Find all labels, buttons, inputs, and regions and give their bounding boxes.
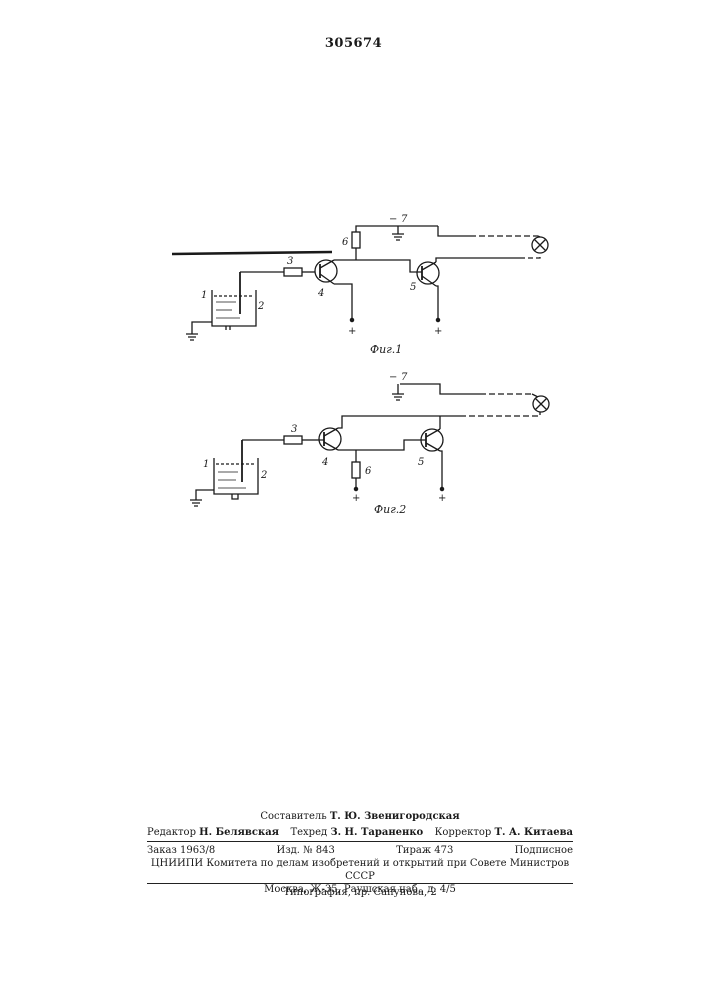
wire-dashed (460, 412, 540, 416)
order-number: Заказ 1963/8 (147, 844, 215, 857)
resistor-3 (284, 268, 302, 276)
wire (356, 226, 438, 232)
plus-sign: + (352, 493, 360, 504)
plus-sign: + (438, 493, 446, 504)
label-5: 5 (418, 457, 424, 468)
composer-label: Составитель (260, 811, 326, 822)
figure-2-circuit (190, 384, 549, 506)
plus-sign: + (348, 326, 356, 337)
print-run: Тираж 473 (396, 844, 453, 857)
figure-1-circuit (172, 226, 548, 340)
corrector-label: Корректор (435, 827, 492, 838)
figure-2-caption: Фиг.2 (374, 503, 406, 516)
wire (338, 416, 460, 428)
label-6: 6 (365, 466, 372, 477)
ground-icon (392, 226, 404, 240)
label-4: 4 (321, 457, 328, 468)
minus-sign: − (389, 372, 397, 383)
wire (356, 260, 416, 272)
label-7: 7 (401, 372, 408, 383)
techeditor-label: Техред (290, 827, 327, 838)
ground-wire (192, 322, 212, 334)
label-2: 2 (257, 301, 264, 312)
ground-icon (190, 500, 202, 506)
ground-icon (186, 334, 198, 340)
label-1: 1 (203, 459, 209, 470)
printer: Типография, пр. Сапунова, 2 (147, 886, 573, 899)
techeditor-name: З. Н. Тараненко (330, 827, 423, 838)
transistor-4 (319, 428, 341, 450)
minus-sign: − (389, 214, 397, 225)
wire (436, 286, 438, 318)
wire-dashed (520, 254, 540, 258)
ground-wire (196, 490, 214, 500)
wire (400, 384, 480, 394)
corrector-name: Т. А. Китаева (495, 827, 574, 838)
label-3: 3 (291, 424, 297, 435)
label-3: 3 (287, 256, 293, 267)
editor-name: Н. Белявская (199, 827, 279, 838)
label-2: 2 (260, 470, 267, 481)
ground-icon (392, 384, 404, 400)
wire (440, 451, 442, 488)
label-7: 7 (401, 214, 408, 225)
label-5: 5 (410, 282, 416, 293)
terminal-dot (436, 318, 439, 321)
wire (338, 440, 418, 450)
imprint-printer: Типография, пр. Сапунова, 2 (147, 886, 573, 899)
label-6: 6 (342, 237, 349, 248)
subscription: Подписное (515, 844, 573, 857)
edition-number: Изд. № 843 (276, 844, 334, 857)
wire (334, 284, 352, 318)
label-1: 1 (201, 290, 207, 301)
wire (436, 258, 520, 262)
imprint-staff: Редактор Н. Белявская Техред З. Н. Таран… (147, 826, 573, 839)
resistor-3 (284, 436, 302, 444)
composer-name: Т. Ю. Звенигородская (330, 811, 460, 822)
divider (147, 841, 573, 842)
vessel-base (232, 494, 238, 499)
label-4: 4 (317, 288, 324, 299)
terminal-dot (354, 487, 357, 490)
figure-1-caption: Фиг.1 (370, 343, 402, 356)
organization: ЦНИИПИ Комитета по делам изобретений и о… (147, 857, 573, 883)
imprint-composer: Составитель Т. Ю. Звенигородская (147, 810, 573, 823)
terminal-dot (440, 487, 443, 490)
resistor-6 (352, 232, 360, 248)
resistor-6 (352, 462, 360, 478)
terminal-dot (350, 318, 353, 321)
scan-artifact-line (172, 252, 332, 254)
plus-sign: + (434, 326, 442, 337)
wire (438, 226, 470, 236)
editor-label: Редактор (147, 827, 196, 838)
divider (147, 883, 573, 884)
